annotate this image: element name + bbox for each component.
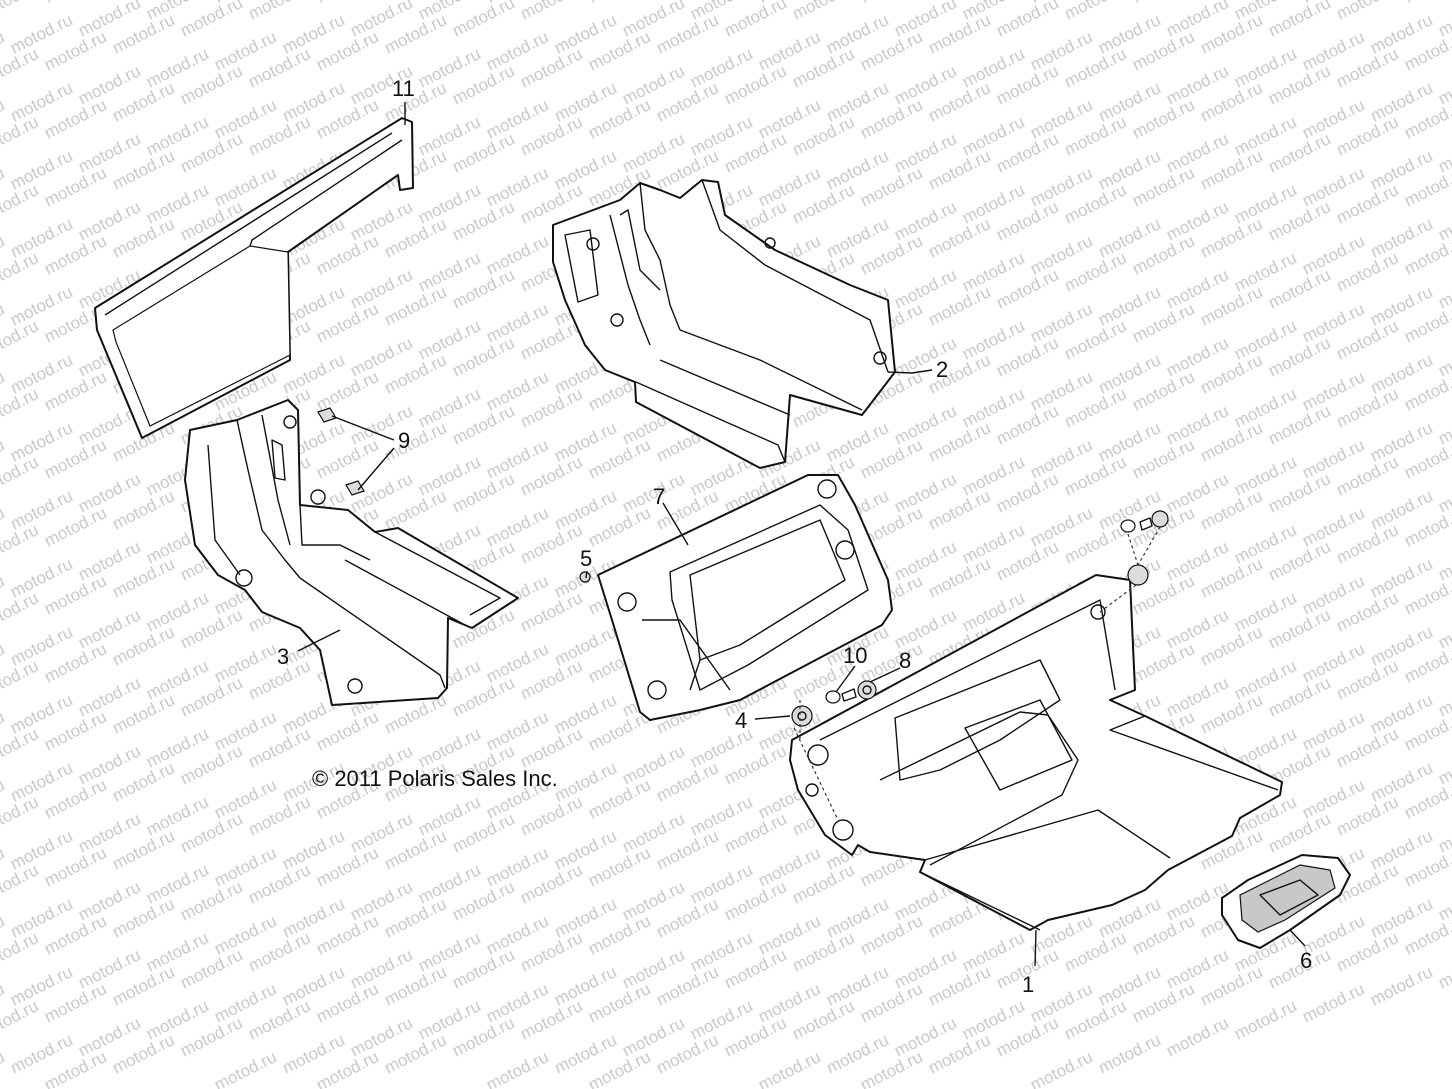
callout-11: 11 [392, 76, 415, 101]
watermark-text: motod.ru [1061, 0, 1129, 24]
callout-4: 4 [735, 708, 747, 733]
watermark-text: motod.ru [789, 0, 857, 24]
part-8-nut [841, 680, 877, 702]
watermark-text: motod.ru [211, 1047, 279, 1089]
watermark-text: motod.ru [1265, 0, 1333, 41]
watermark-text: motod.ru [0, 520, 42, 567]
part-3-left-footwell [184, 399, 519, 706]
watermark-text: motod.ru [0, 0, 42, 24]
part-5-clip [579, 571, 591, 583]
callout-10: 10 [843, 643, 867, 668]
copyright-notice: © 2011 Polaris Sales Inc. [312, 766, 558, 791]
watermark-text: motod.ru [0, 316, 42, 363]
part-4-grommet [791, 705, 813, 727]
watermark-text: motod.ru [0, 792, 42, 839]
watermark-text: motod.ru [0, 44, 42, 91]
watermark-text: motod.ru [0, 384, 42, 431]
watermark-text: motod.ru [177, 0, 245, 41]
part-10-washer [825, 690, 841, 704]
watermark-text: motod.ru [721, 0, 789, 41]
watermark-text: motod.ru [0, 996, 42, 1043]
callout-7: 7 [653, 484, 665, 509]
watermark-text: motod.ru [1231, 996, 1299, 1043]
watermark-text: motod.ru [0, 724, 42, 771]
watermark-text: motod.ru [0, 928, 42, 975]
watermark-text: motod.ru [517, 0, 585, 24]
watermark-text: motod.ru [1367, 962, 1435, 1009]
watermark-text: motod.ru [0, 1047, 8, 1089]
watermark-text: motod.ru [0, 248, 42, 295]
watermark-text: motod.ru [41, 0, 109, 7]
callout-3: 3 [277, 644, 289, 669]
watermark-text: motod.ru [857, 0, 925, 7]
part-9-screws [317, 407, 365, 496]
watermark-text: motod.ru [1299, 979, 1367, 1026]
watermark-text: motod.ru [1095, 1030, 1163, 1077]
right-fastener-stack [1099, 510, 1169, 613]
leader-lines [297, 102, 1306, 967]
part-11-side-panel [94, 117, 414, 439]
part-6-cover [1221, 854, 1351, 949]
watermark-text: motod.ru [1129, 0, 1197, 7]
watermark-text: motod.ru [0, 860, 42, 907]
callout-1: 1 [1022, 972, 1034, 997]
part-2-right-footwell [552, 179, 896, 469]
watermark-text: motod.ru [0, 656, 42, 703]
part-7-center-panel [597, 474, 893, 721]
watermark-text: motod.ru [0, 112, 42, 159]
callout-labels: 11 2 9 3 7 5 4 10 8 1 6 [277, 76, 1312, 997]
callout-5: 5 [580, 546, 592, 571]
watermark-text: motod.ru [0, 180, 42, 227]
callout-9: 9 [398, 428, 410, 453]
watermark-text: motod.ru [245, 0, 313, 24]
watermark-text: motod.ru [1435, 945, 1452, 992]
callout-6: 6 [1300, 948, 1312, 973]
watermark-text: motod.ru [585, 0, 653, 7]
watermark-text: motod.ru [313, 0, 381, 7]
watermark-text: motod.ru [1333, 0, 1401, 24]
watermark-text: motod.ru [1027, 1047, 1095, 1089]
watermark-text: motod.ru [993, 0, 1061, 41]
watermark-text: motod.ru [755, 1047, 823, 1089]
watermark-text: motod.ru [1163, 1013, 1231, 1060]
callout-2: 2 [936, 357, 948, 382]
watermark-text: motod.ru [483, 1047, 551, 1089]
watermark-text: motod.ru [1401, 0, 1452, 7]
watermark-text: motod.ru [449, 0, 517, 41]
callout-8: 8 [899, 648, 911, 673]
part-1-floor-pan [789, 574, 1283, 931]
watermark-text: motod.ru [0, 452, 42, 499]
watermark-text: motod.ru [0, 588, 42, 635]
